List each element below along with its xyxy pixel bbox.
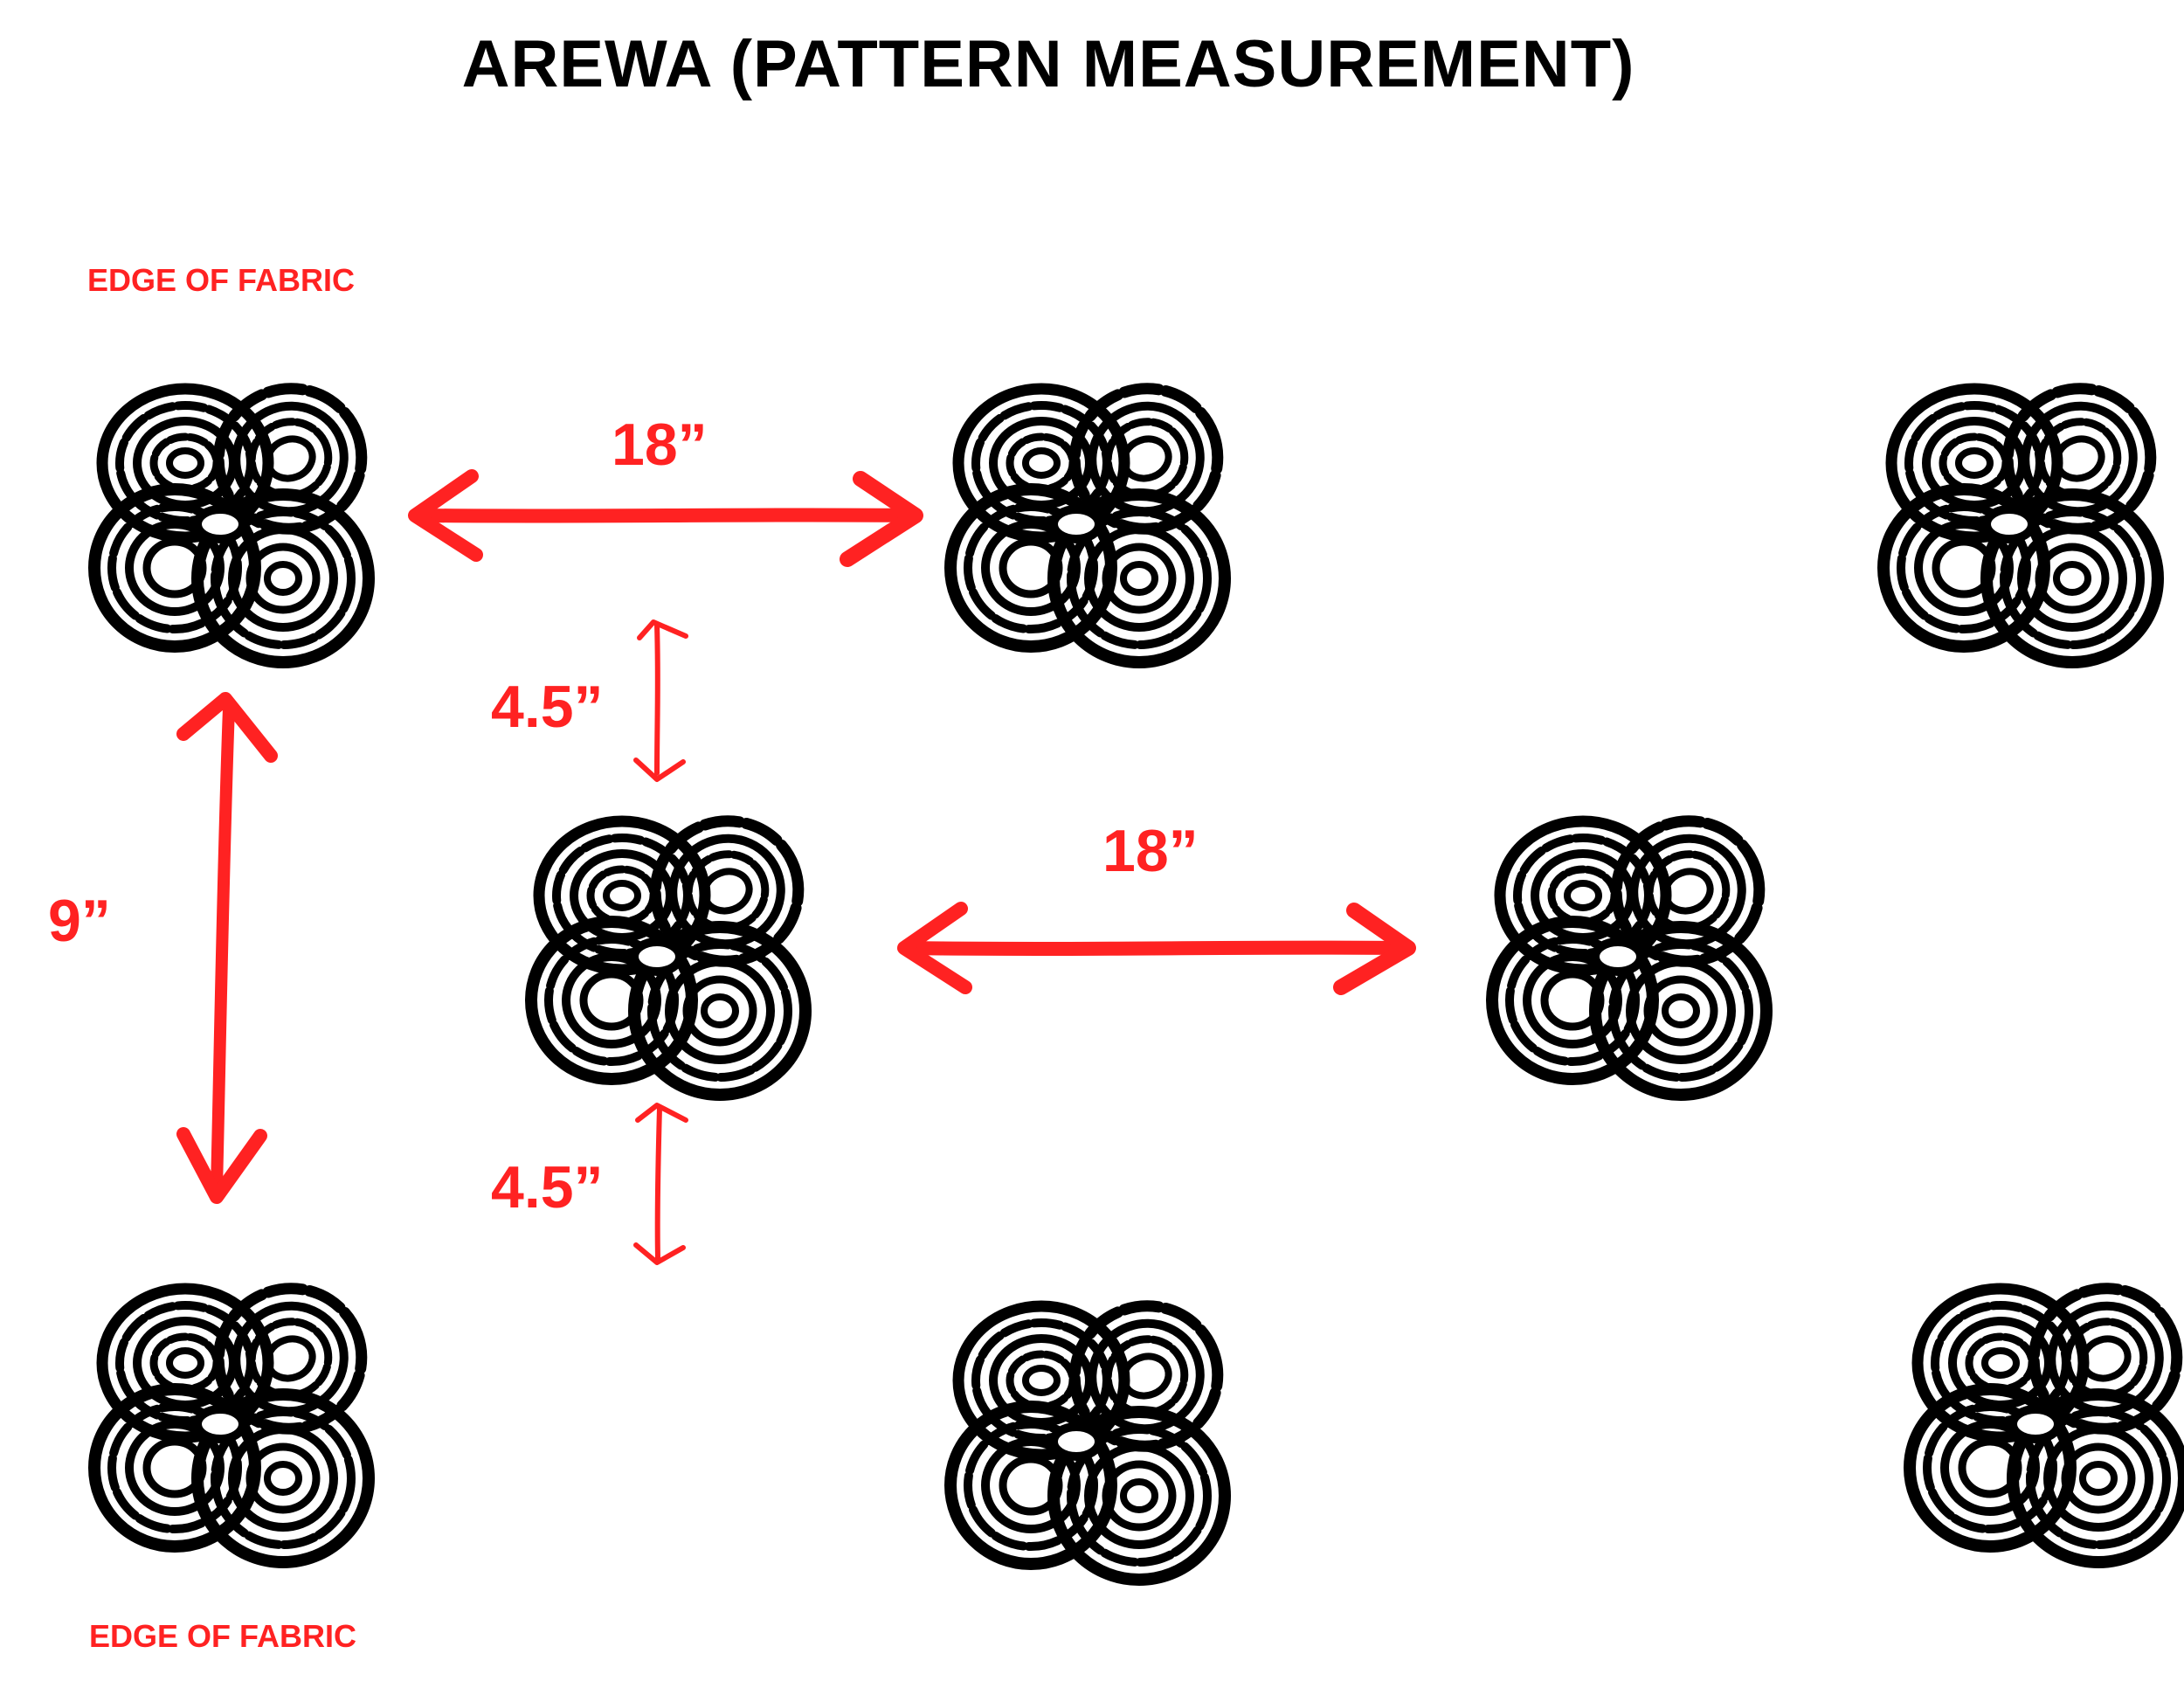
- middle-horizontal-dimension: 18”: [1102, 818, 1199, 884]
- lower-vertical-dimension: 4.5”: [491, 1154, 604, 1221]
- edge-of-fabric-bottom-label: EDGE OF FABRIC: [89, 1618, 357, 1654]
- upper-vertical-dimension: 4.5”: [491, 674, 604, 740]
- flower-motif-3: [1883, 369, 2170, 662]
- flower-motif-6: [94, 1269, 381, 1562]
- page-title: AREWA (PATTERN MEASUREMENT): [461, 27, 1635, 101]
- middle-horizontal-arrow: [897, 902, 1416, 995]
- flower-motif-8: [1910, 1269, 2184, 1562]
- flower-motif-7: [950, 1286, 1237, 1580]
- lower-vertical-arrow: [633, 1103, 688, 1265]
- top-horizontal-arrow: [408, 469, 923, 567]
- left-vertical-arrow: [176, 692, 278, 1204]
- flower-motif-1: [94, 369, 381, 662]
- flower-motif-5: [1492, 801, 1779, 1095]
- flower-motif-4: [531, 801, 818, 1095]
- upper-vertical-arrow: [633, 619, 688, 782]
- flower-motif-2: [950, 369, 1237, 662]
- left-vertical-dimension: 9”: [48, 888, 111, 954]
- edge-of-fabric-top-label: EDGE OF FABRIC: [87, 262, 356, 298]
- top-horizontal-dimension: 18”: [612, 412, 708, 478]
